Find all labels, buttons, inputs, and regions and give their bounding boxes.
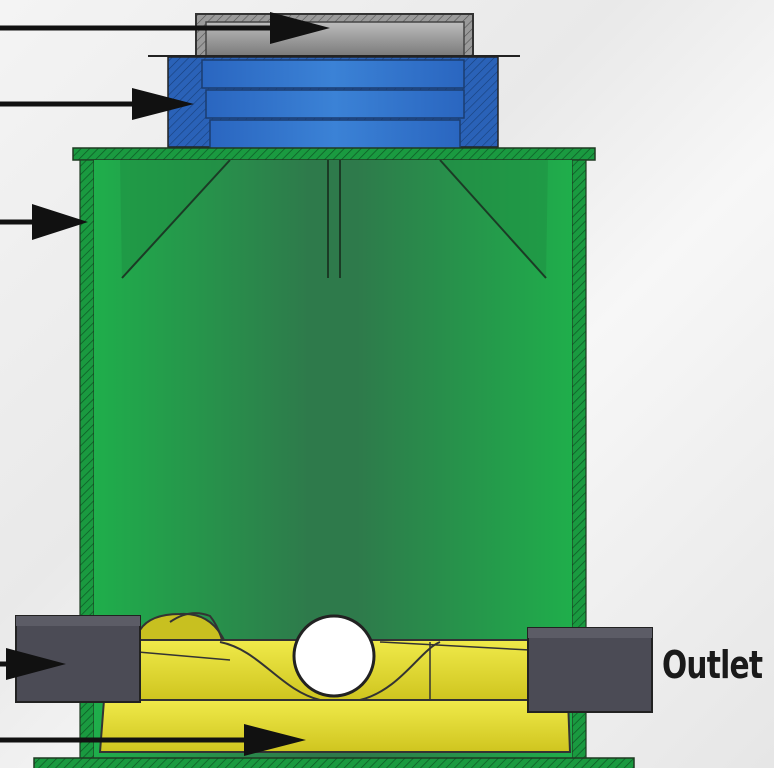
arrow-inlet <box>0 648 66 680</box>
arrow-body <box>0 204 88 240</box>
outlet-pipe <box>527 627 653 713</box>
arrow-cap <box>0 12 330 44</box>
float-ball <box>292 614 376 698</box>
arrow-rings <box>0 88 194 120</box>
base <box>33 757 635 768</box>
adjustment-rings <box>148 55 520 153</box>
arrow-tray <box>0 724 306 756</box>
outlet-label: Outlet <box>662 643 763 687</box>
cap <box>195 13 474 57</box>
